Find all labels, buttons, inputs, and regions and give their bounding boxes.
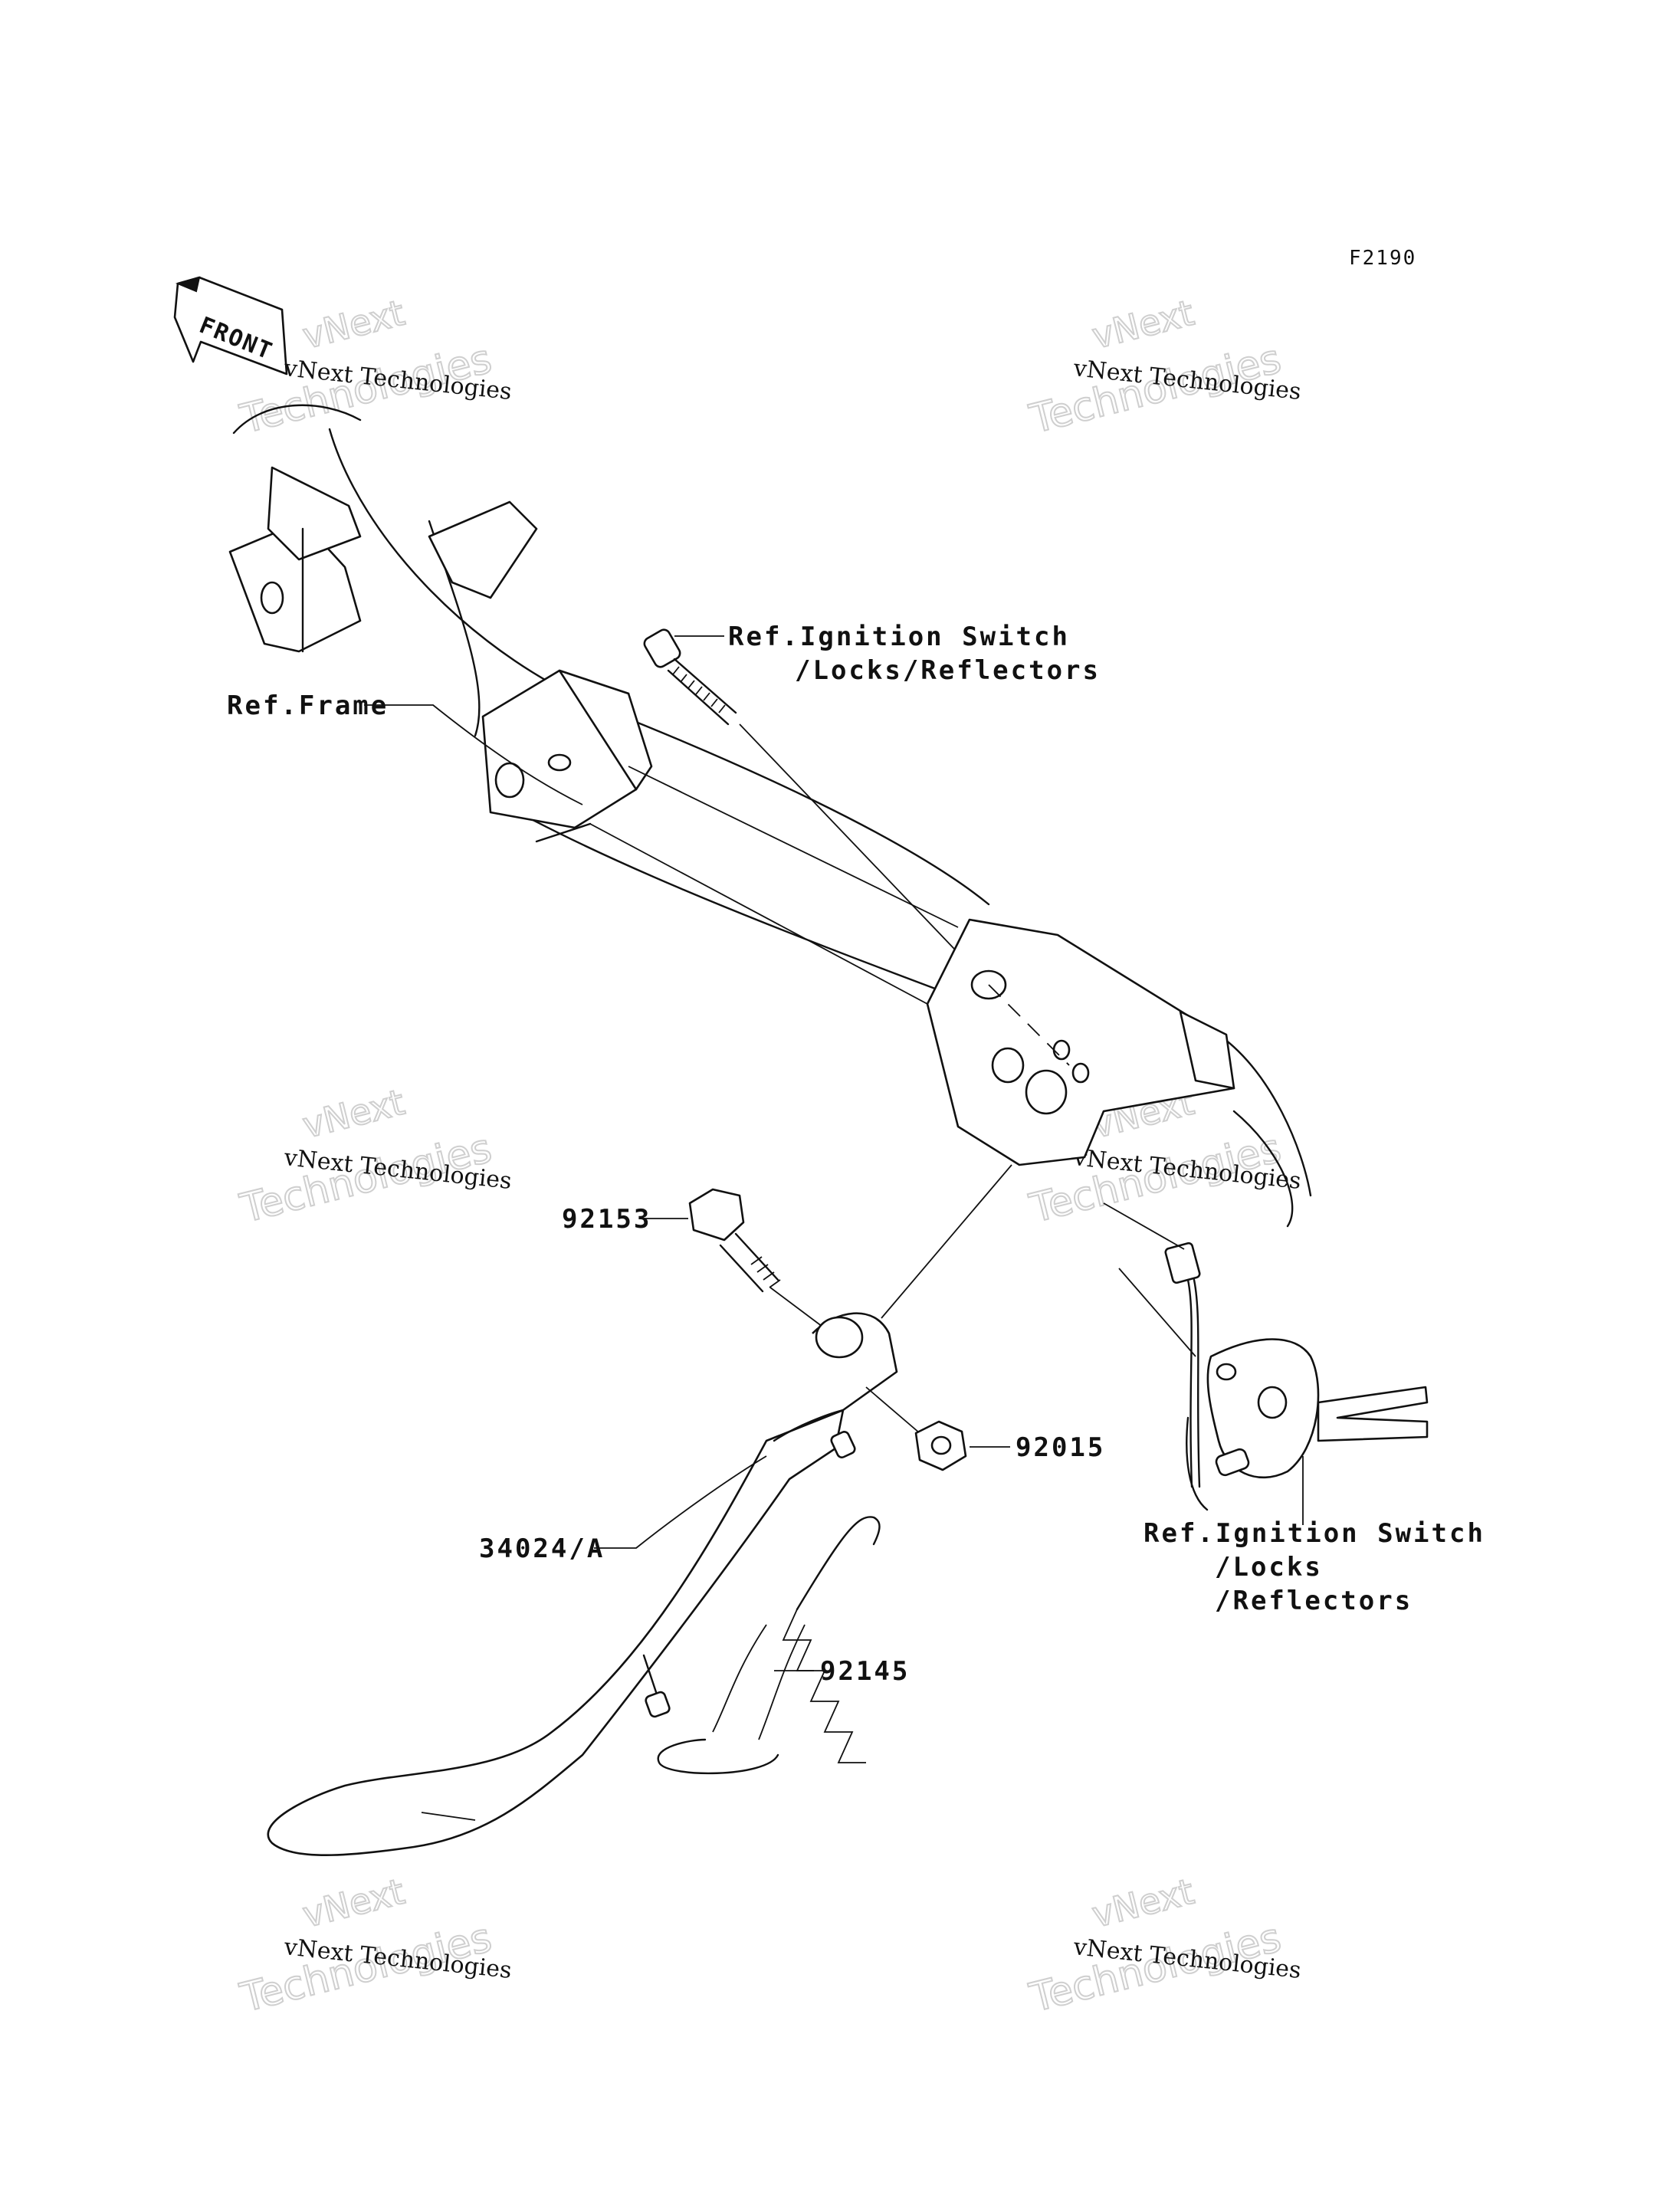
- label-ref-ignition-top-2: /Locks/Reflectors: [795, 655, 1101, 686]
- label-ref-ignition-top-1: Ref.Ignition Switch: [728, 622, 1070, 652]
- upper-bolt: [643, 628, 737, 726]
- stand-mount-bracket: [926, 918, 1235, 1166]
- figure-code: F2190: [1349, 247, 1416, 270]
- side-stand-switch: [1103, 1202, 1429, 1525]
- watermark-mid-left: vNext Technologies vNext Technologies: [235, 1081, 514, 1233]
- svg-text:vNext: vNext: [1088, 1871, 1198, 1936]
- svg-text:vNext: vNext: [299, 292, 409, 357]
- svg-text:vNext: vNext: [299, 1871, 409, 1936]
- side-stand-34024A: [267, 1312, 898, 1856]
- label-ref-ignition-bottom-3: /Reflectors: [1215, 1586, 1413, 1616]
- leader-block-top: [628, 766, 959, 928]
- watermark-top-right: vNext Technologies vNext Technologies: [1025, 291, 1303, 444]
- leader-ref-frame: [364, 704, 583, 805]
- middle-frame-block: [481, 669, 653, 843]
- label-ref-ignition-bottom-2: /Locks: [1215, 1552, 1323, 1583]
- watermark-bottom-right: vNext Technologies vNext Technologies: [1025, 1870, 1303, 2022]
- label-92015: 92015: [1016, 1432, 1105, 1463]
- label-34024A: 34024/A: [479, 1533, 605, 1564]
- spring-92145: [657, 1516, 881, 1775]
- nut-92015: [865, 1386, 967, 1471]
- upper-frame-bracket: [228, 466, 538, 653]
- bolt-92153: [688, 1188, 832, 1334]
- leader-bracket-to-stand: [881, 1164, 1012, 1319]
- svg-text:vNext: vNext: [1088, 292, 1198, 357]
- leader-34024A: [594, 1455, 767, 1549]
- watermark-bottom-left: vNext Technologies vNext Technologies: [235, 1870, 514, 2022]
- svg-text:vNext: vNext: [299, 1081, 409, 1146]
- label-92145: 92145: [820, 1656, 910, 1687]
- leader-bolt-to-bracket: [739, 723, 986, 982]
- front-arrow-icon: FRONT: [173, 276, 288, 376]
- label-92153: 92153: [562, 1204, 651, 1235]
- label-ref-ignition-bottom-1: Ref.Ignition Switch: [1144, 1518, 1485, 1549]
- leader-block-bottom: [589, 823, 928, 1005]
- label-ref-frame: Ref.Frame: [227, 690, 389, 721]
